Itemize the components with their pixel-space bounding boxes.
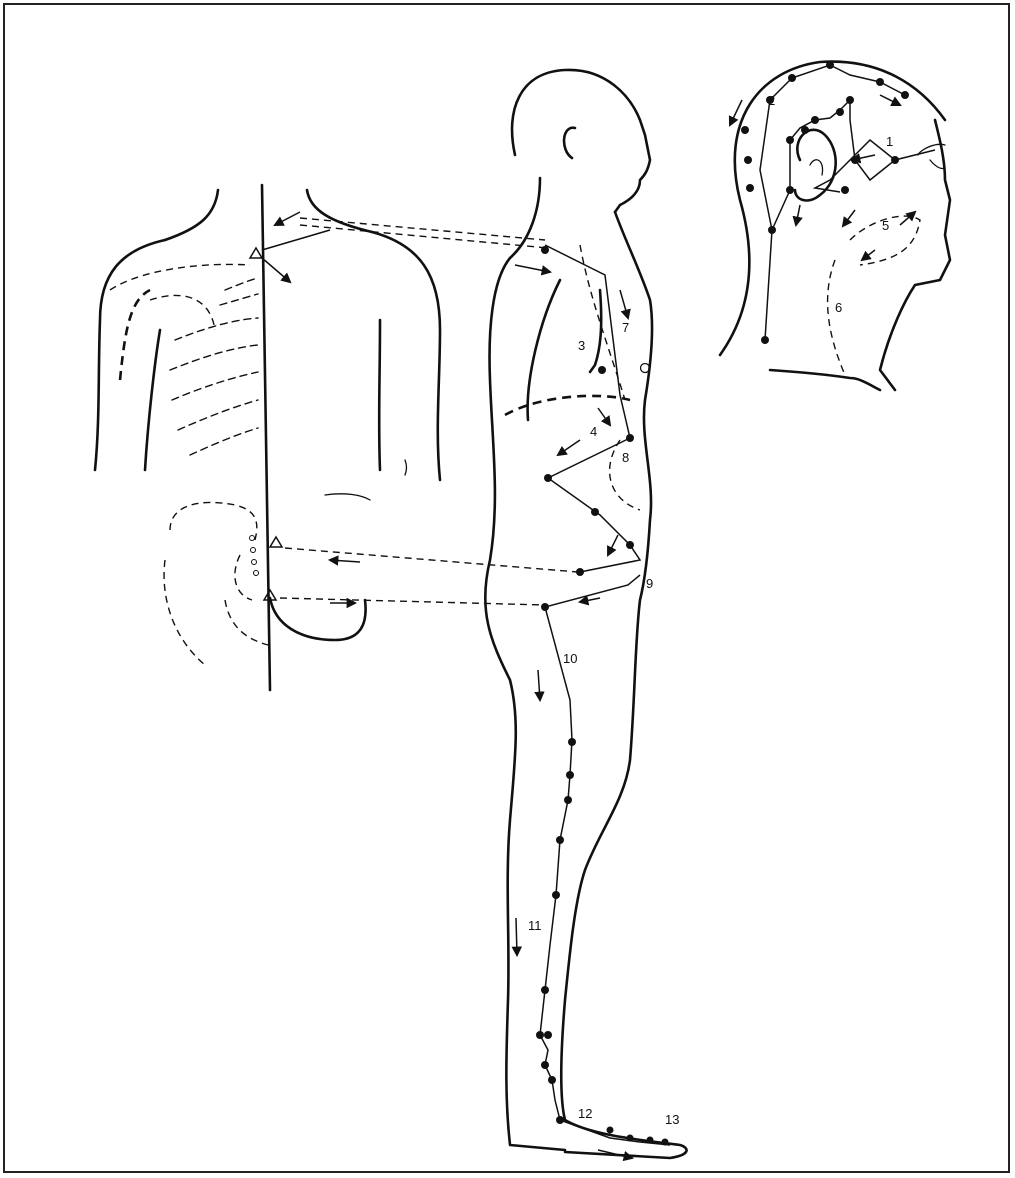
triangle-marker-icon xyxy=(270,537,282,547)
label-6: 6 xyxy=(835,300,842,315)
triangle-marker-icon xyxy=(250,248,262,258)
label-7: 7 xyxy=(622,320,629,335)
number-labels: 1 2 3 4 5 6 7 8 9 10 11 12 13 xyxy=(528,93,893,1127)
label-5: 5 xyxy=(882,218,889,233)
label-9: 9 xyxy=(646,576,653,591)
label-2: 2 xyxy=(768,93,775,108)
head-closeup-figure xyxy=(720,61,950,390)
label-3: 3 xyxy=(578,338,585,353)
label-8: 8 xyxy=(622,450,629,465)
label-1: 1 xyxy=(886,134,893,149)
label-13: 13 xyxy=(665,1112,679,1127)
label-11: 11 xyxy=(528,918,542,933)
label-10: 10 xyxy=(563,651,577,666)
back-view-figure xyxy=(95,185,440,690)
side-view-figure xyxy=(485,70,686,1158)
label-12: 12 xyxy=(578,1106,592,1121)
label-4: 4 xyxy=(590,424,597,439)
